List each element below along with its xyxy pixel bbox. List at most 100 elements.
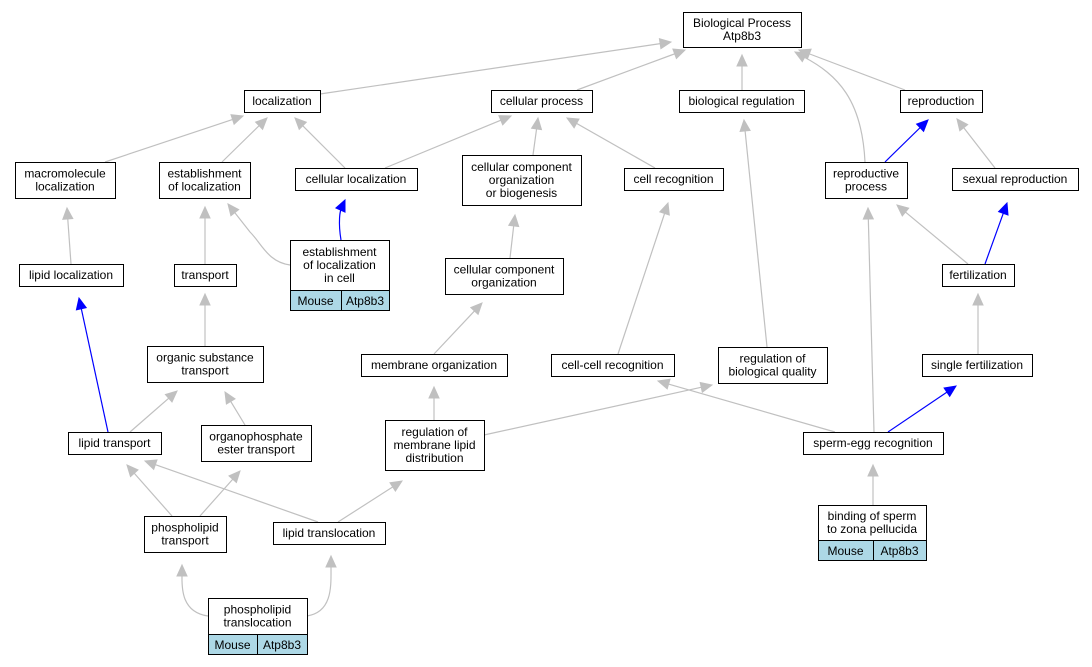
node-cellular-localization[interactable]: cellular localization	[295, 168, 418, 191]
edge-line	[221, 124, 261, 163]
edge-biological-regulation-to-bp	[736, 53, 748, 90]
node-transport[interactable]: transport	[174, 264, 237, 287]
node-label: cell-cell recognition	[561, 358, 663, 372]
node-label: reproductive	[833, 167, 899, 181]
edge-fertilization-to-sexual-reproduction	[984, 201, 1009, 265]
node-label: membrane organization	[371, 358, 497, 372]
node-box	[174, 264, 237, 287]
edge-sperm-egg-recognition-to-single-fertilization	[887, 385, 957, 433]
edge-arrowhead	[62, 206, 74, 220]
edge-line	[887, 391, 949, 433]
node-box	[942, 264, 1015, 287]
node-box	[295, 168, 418, 191]
node-label: lipid transport	[78, 436, 151, 450]
node-lipid-localization[interactable]: lipid localization	[19, 264, 124, 287]
edge-line	[509, 224, 515, 259]
edge-arrowhead	[227, 203, 240, 217]
edge-line	[483, 386, 703, 436]
edge-organic-substance-transport-to-transport	[199, 292, 211, 346]
node-label: transport	[181, 268, 229, 282]
edge-lipid-transport-to-organic-substance-transport	[129, 390, 178, 433]
edge-line	[129, 397, 170, 433]
node-label: establishment	[167, 167, 242, 181]
edge-line	[433, 309, 476, 355]
node-label: cellular component	[471, 160, 572, 174]
node-membrane-organization[interactable]: membrane organization	[361, 354, 508, 377]
edge-arrowhead	[997, 201, 1009, 216]
edge-line	[337, 485, 394, 523]
node-label: localization	[252, 94, 311, 108]
edge-arrowhead	[199, 292, 211, 306]
node-box	[491, 90, 593, 113]
edge-arrowhead	[224, 390, 236, 405]
edge-regulation-of-biological-quality-to-biological-regulation	[739, 118, 768, 348]
node-sperm-egg-recognition[interactable]: sperm-egg recognition	[803, 432, 944, 455]
edge-arrowhead	[507, 213, 520, 228]
edge-arrowhead	[126, 464, 139, 478]
node-label: phospholipid	[151, 521, 218, 535]
edge-arrowhead	[228, 470, 241, 484]
node-fertilization[interactable]: fertilization	[942, 264, 1015, 287]
edge-arrowhead	[565, 117, 580, 129]
edge-line	[667, 383, 836, 433]
node-box	[952, 168, 1079, 191]
node-label: transport	[161, 534, 209, 548]
node-lipid-transport[interactable]: lipid transport	[68, 432, 162, 455]
node-box	[445, 258, 564, 295]
node-label: of localization	[303, 258, 376, 272]
edge-reproductive-process-to-bp	[793, 51, 866, 163]
edge-arrowhead	[428, 385, 440, 399]
node-label: macromolecule	[24, 167, 106, 181]
node-localization[interactable]: localization	[244, 90, 321, 113]
node-label: cellular component	[454, 263, 555, 277]
node-box	[201, 425, 312, 462]
edge-organophosphate-ester-transport-to-organic-substance-transport	[224, 390, 246, 426]
edge-cellular-localization-to-cellular-process	[384, 115, 513, 169]
edge-arrowhead	[294, 117, 308, 131]
edge-line	[884, 126, 922, 163]
node-label: sexual reproduction	[963, 172, 1068, 186]
node-label: Biological Process	[693, 16, 791, 30]
edge-sperm-egg-recognition-to-cell-cell-recognition	[656, 378, 836, 433]
node-label: binding of sperm	[828, 509, 917, 523]
node-single-fertilization[interactable]: single fertilization	[922, 354, 1033, 377]
node-box	[68, 432, 162, 455]
node-cellular-process[interactable]: cellular process	[491, 90, 593, 113]
node-label: reproduction	[908, 94, 975, 108]
node-reproduction[interactable]: reproduction	[900, 90, 983, 113]
edge-arrowhead	[254, 117, 268, 131]
node-biological-regulation[interactable]: biological regulation	[679, 90, 805, 113]
node-cell-recognition[interactable]: cell recognition	[624, 168, 724, 191]
node-box	[208, 598, 308, 635]
edge-arrowhead	[164, 390, 178, 403]
edge-line	[104, 118, 234, 163]
node-lipid-translocation[interactable]: lipid translocation	[273, 522, 386, 545]
node-label: membrane lipid	[393, 438, 475, 452]
node-box	[15, 162, 116, 199]
edge-arrowhead	[325, 554, 337, 568]
edge-line	[133, 472, 173, 517]
edge-reproductive-process-to-reproduction	[884, 119, 929, 163]
node-cell-cell-recognition[interactable]: cell-cell recognition	[551, 354, 675, 377]
edge-phospholipid-translocation-to-lipid-translocation	[306, 554, 337, 617]
edge-cellular-localization-to-localization	[294, 117, 346, 169]
node-sexual-reproduction[interactable]: sexual reproduction	[952, 168, 1079, 191]
node-box	[803, 432, 944, 455]
edge-arrowhead	[199, 205, 211, 219]
node-label: phospholipid	[224, 603, 291, 617]
